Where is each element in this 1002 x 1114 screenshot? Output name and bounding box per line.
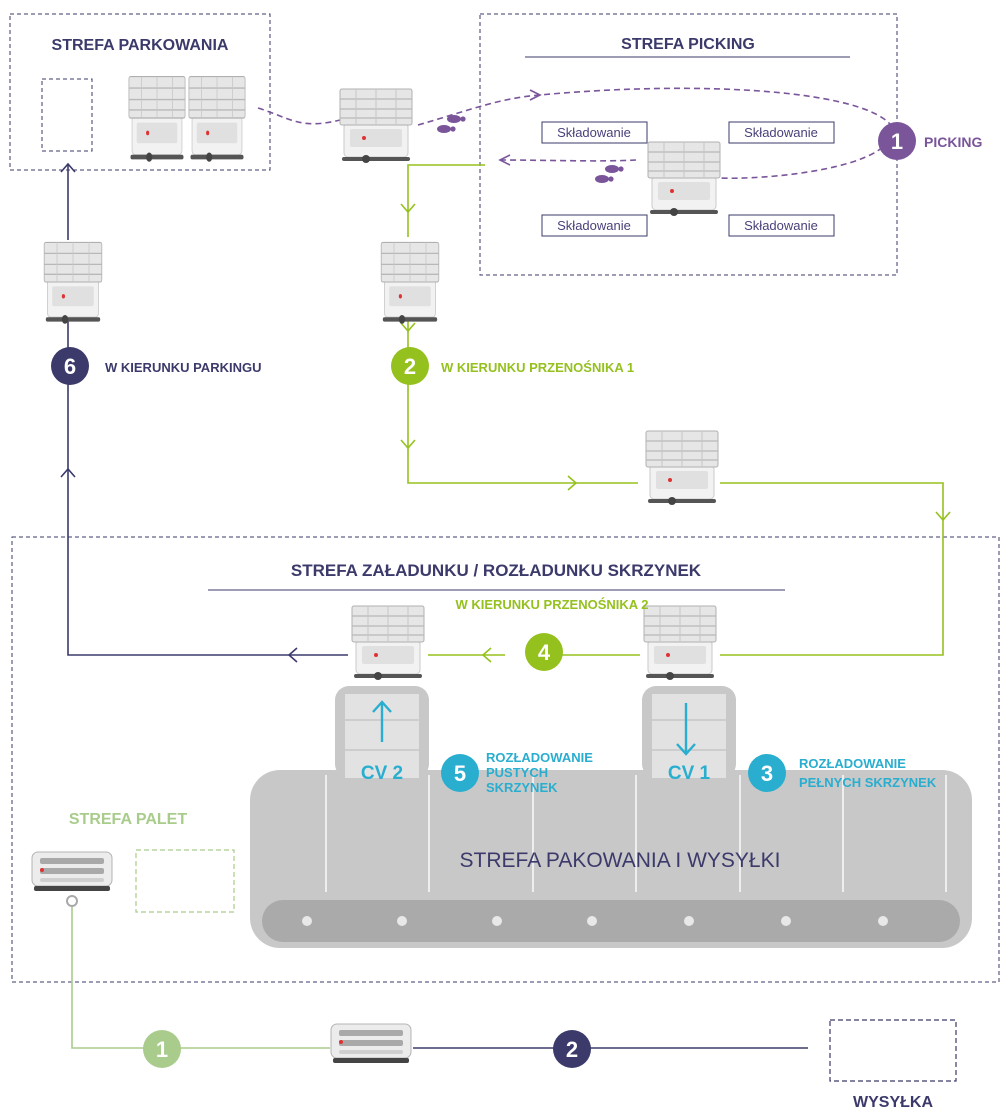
step-3-label: ROZŁADOWANIE PEŁNYCH SKRZYNEK bbox=[799, 756, 937, 790]
step-5-label: ROZŁADOWANIE PUSTYCH SKRZYNEK bbox=[486, 750, 597, 795]
parking-zone-box bbox=[9, 13, 271, 171]
svg-text:1: 1 bbox=[891, 129, 903, 154]
parking-robot bbox=[188, 75, 246, 163]
step-5-badge: 5 bbox=[441, 754, 479, 792]
step-6-badge: 6 bbox=[51, 347, 89, 385]
pallet-robot bbox=[31, 851, 113, 892]
parking-empty-slot bbox=[41, 78, 93, 152]
conveyor-cv2 bbox=[335, 686, 429, 778]
pallet-robot-transit bbox=[330, 1023, 412, 1064]
parking-zone-title: STREFA PARKOWANIA bbox=[52, 37, 229, 54]
loading-zone-box bbox=[11, 536, 1000, 983]
conveyor-cv1 bbox=[642, 686, 736, 778]
svg-text:Składowanie: Składowanie bbox=[557, 218, 631, 233]
robot-at-cv1 bbox=[643, 605, 717, 681]
cv2-label: CV 2 bbox=[361, 763, 403, 784]
picking-zone-title: STREFA PICKING bbox=[621, 36, 755, 53]
shipping-title: WYSYŁKA bbox=[853, 1094, 933, 1111]
picking-path bbox=[257, 87, 894, 180]
step-4-badge: 4 bbox=[525, 633, 563, 671]
svg-text:6: 6 bbox=[64, 354, 76, 379]
loading-zone-title: STREFA ZAŁADUNKU / ROZŁADUNKU SKRZYNEK bbox=[291, 561, 702, 580]
svg-text:4: 4 bbox=[538, 640, 551, 665]
svg-text:2: 2 bbox=[404, 354, 416, 379]
step-2-label: W KIERUNKU PRZENOŚNIKA 1 bbox=[441, 360, 634, 375]
svg-text:Składowanie: Składowanie bbox=[744, 218, 818, 233]
packing-conveyor bbox=[250, 770, 972, 948]
storage-label-2: Składowanie bbox=[728, 121, 835, 144]
robot-step-6 bbox=[43, 241, 103, 325]
robot-picking bbox=[647, 141, 721, 217]
svg-text:5: 5 bbox=[454, 761, 466, 786]
footsteps-icon bbox=[595, 165, 624, 183]
storage-label-4: Składowanie bbox=[728, 214, 835, 237]
pallet-empty-slot bbox=[135, 849, 235, 913]
pallet-step-2-badge: 2 bbox=[553, 1030, 591, 1068]
packing-zone-label: STREFA PAKOWANIA I WYSYŁKI bbox=[460, 849, 781, 872]
pallet-path-1 bbox=[71, 905, 330, 1049]
storage-label-3: Składowanie bbox=[541, 214, 648, 237]
cv1-label: CV 1 bbox=[668, 763, 711, 784]
parking-robot bbox=[128, 75, 186, 163]
robot-at-cv2 bbox=[351, 605, 425, 681]
robot-leaving-parking bbox=[339, 88, 413, 164]
robot-in-transit bbox=[645, 430, 719, 506]
step-1-badge: 1 bbox=[878, 122, 916, 160]
storage-label-1: Składowanie bbox=[541, 121, 648, 144]
step-1-label: PICKING bbox=[924, 134, 982, 150]
pallet-step-1-badge: 1 bbox=[143, 1030, 181, 1068]
svg-text:1: 1 bbox=[156, 1037, 168, 1062]
svg-text:2: 2 bbox=[566, 1037, 578, 1062]
path-to-conveyor-1 bbox=[407, 164, 944, 656]
step-6-label: W KIERUNKU PARKINGU bbox=[105, 360, 261, 375]
svg-text:3: 3 bbox=[761, 761, 773, 786]
robot-step-2 bbox=[380, 241, 440, 325]
svg-text:Składowanie: Składowanie bbox=[744, 125, 818, 140]
step-4-label: W KIERUNKU PRZENOŚNIKA 2 bbox=[455, 597, 648, 612]
shipping-box bbox=[829, 1019, 957, 1082]
step-3-badge: 3 bbox=[748, 754, 786, 792]
path-to-parking bbox=[67, 165, 348, 656]
pallet-zone-title: STREFA PALET bbox=[69, 811, 187, 828]
step-2-badge: 2 bbox=[391, 347, 429, 385]
svg-text:Składowanie: Składowanie bbox=[557, 125, 631, 140]
